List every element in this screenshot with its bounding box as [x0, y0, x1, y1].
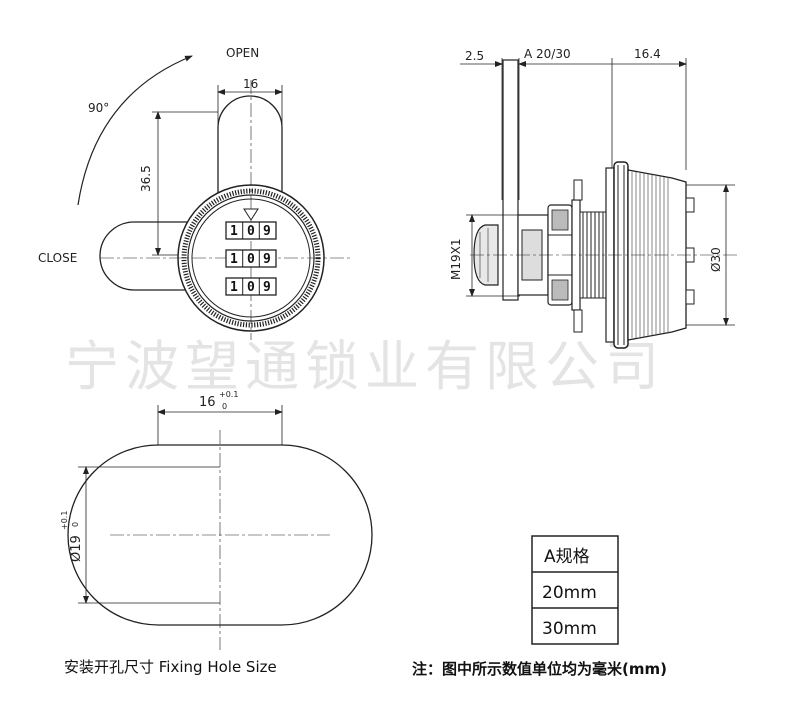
- dim-16-4-label: 16.4: [634, 47, 661, 61]
- hole-width-tol-top: +0.1: [219, 390, 238, 399]
- front-view: 90° OPEN CLOSE 16 36.5 1: [38, 46, 350, 340]
- open-label: OPEN: [226, 46, 259, 60]
- hole-caption: 安装开孔尺寸 Fixing Hole Size: [64, 658, 277, 676]
- dial-digit: 1: [230, 224, 238, 239]
- watermark-text: 宁波望通锁业有限公司: [65, 335, 665, 398]
- hole-width-label: 16: [199, 395, 216, 410]
- height-dim-label: 36.5: [139, 165, 153, 192]
- dial-digit: 1: [230, 280, 238, 295]
- spec-table-header: A规格: [544, 547, 590, 567]
- spec-table-row: 30mm: [542, 619, 597, 639]
- spec-table-row: 20mm: [542, 583, 597, 603]
- fixing-hole-view: 16 +0.1 0 Ø19 +0.1 0 安装开孔尺寸 Fixing Hole …: [60, 390, 373, 676]
- hole-height-tol-bottom: 0: [71, 522, 80, 527]
- thread-dim-label: M19X1: [449, 239, 463, 280]
- dial-digit: 0: [247, 280, 255, 295]
- hole-height-tol-top: +0.1: [60, 511, 69, 530]
- rotation-arc-icon: [77, 55, 193, 206]
- dial-digit: 0: [247, 252, 255, 267]
- combination-dials: 1 0 9 1 0 9 1 0 9: [225, 221, 277, 296]
- dial-digit: 1: [230, 252, 238, 267]
- width-dim-label: 16: [243, 77, 258, 91]
- hole-height-label: Ø19: [69, 535, 84, 562]
- angle-label: 90°: [88, 101, 109, 115]
- close-label: CLOSE: [38, 251, 77, 265]
- dim-2-5-label: 2.5: [465, 49, 484, 63]
- dial-window[interactable]: [225, 249, 277, 268]
- dial-digit: 9: [263, 252, 271, 267]
- unit-note: 注：图中所示数值单位均为毫米(mm): [412, 660, 667, 678]
- dial-digit: 0: [247, 224, 255, 239]
- dim-a-label: A 20/30: [524, 47, 571, 61]
- diameter-dim-label: Ø30: [709, 247, 723, 272]
- spec-table: A规格 20mm 30mm: [531, 535, 619, 645]
- dial-digit: 9: [263, 280, 271, 295]
- side-view: 2.5 A 20/30 16.4 M19X1: [449, 47, 740, 349]
- hole-width-tol-bottom: 0: [222, 402, 227, 411]
- dial-window[interactable]: [225, 221, 277, 240]
- dial-digit: 9: [263, 224, 271, 239]
- dial-window[interactable]: [225, 277, 277, 296]
